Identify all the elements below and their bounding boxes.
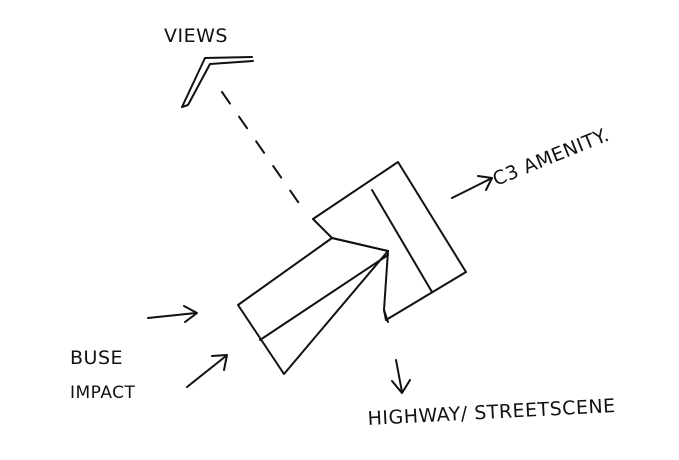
views-arrow bbox=[181, 56, 254, 108]
view-sightline bbox=[221, 91, 306, 213]
amenity-arrow bbox=[451, 175, 493, 199]
building-upper-block bbox=[312, 161, 467, 321]
bus-impact-arrow-upper bbox=[147, 305, 198, 323]
bus-impact-arrow-lower bbox=[186, 354, 228, 388]
label-bus-impact-line2: IMPACT bbox=[70, 383, 136, 403]
label-views: VIEWS bbox=[164, 25, 228, 47]
label-streetscene: HIGHWAY/ STREETSCENE bbox=[367, 395, 616, 430]
streetscene-arrow bbox=[391, 359, 411, 394]
label-amenity: C3 AMENITY. bbox=[490, 124, 613, 191]
label-bus-impact-line1: BUSE bbox=[70, 347, 123, 369]
building-lower-wing bbox=[237, 237, 389, 375]
